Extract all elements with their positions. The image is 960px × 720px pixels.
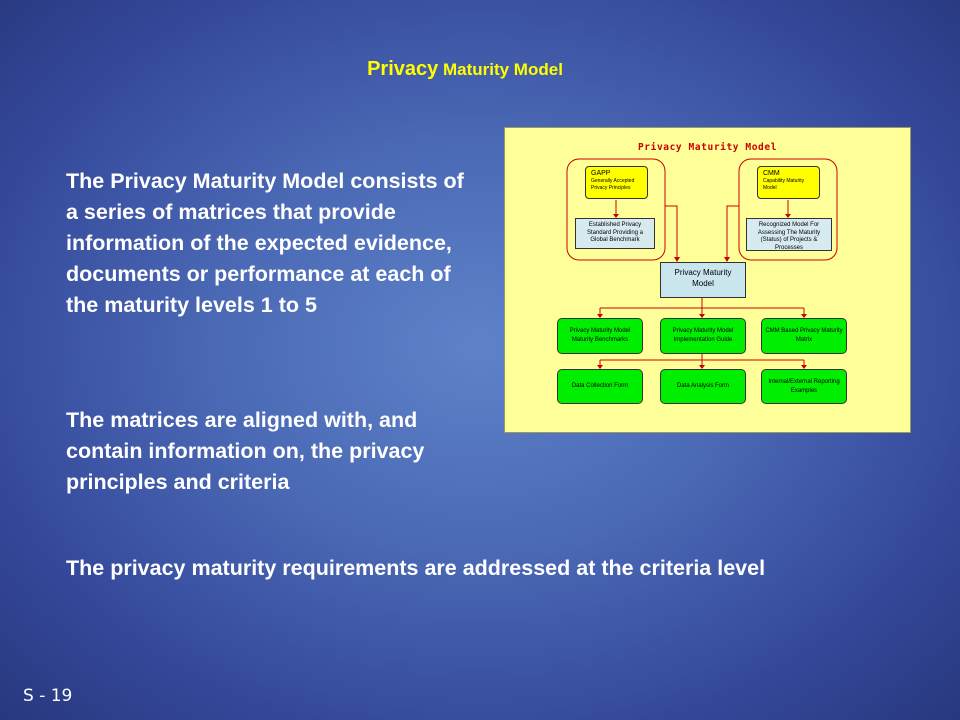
connector-cmm-center	[726, 205, 739, 260]
data-collection-form-box: Data Collection Form	[557, 369, 643, 404]
title-part-maturity-model: Maturity Model	[438, 60, 563, 79]
arrow-row2-mid	[699, 365, 705, 369]
gapp-subtitle: Generally Accepted Privacy Principles	[591, 178, 635, 191]
cmm-group-outline	[738, 158, 838, 261]
gapp-box: GAPP Generally Accepted Privacy Principl…	[585, 166, 648, 199]
privacy-maturity-diagram: Privacy Maturity Model GAPP Generally Ac…	[504, 127, 911, 433]
maturity-matrix-box: CMM Based Privacy Maturity Matrix	[761, 318, 847, 354]
connector-gapp-center	[665, 205, 678, 260]
gapp-title: GAPP	[591, 170, 611, 177]
cmm-title: CMM	[763, 170, 780, 177]
paragraph-1: The Privacy Maturity Model consists of a…	[66, 169, 464, 317]
arrow-row1-left	[597, 314, 603, 318]
recognized-model-box: Recognized Model For Assessing The Matur…	[746, 218, 832, 251]
established-standard-box: Established Privacy Standard Providing a…	[575, 218, 655, 249]
paragraph-3: The privacy maturity requirements are ad…	[66, 556, 766, 580]
diagram-title: Privacy Maturity Model	[637, 142, 778, 153]
arrow-gapp-established	[613, 214, 619, 218]
slide-title: Privacy Maturity Model	[0, 58, 930, 81]
data-analysis-form-box: Data Analysis Form	[660, 369, 746, 404]
slide-number: S - 19	[23, 686, 73, 706]
maturity-benchmarks-box: Privacy Maturity Model Maturity Benchmar…	[557, 318, 643, 354]
arrow-row2-right	[801, 365, 807, 369]
diagram-connectors	[566, 158, 838, 369]
title-part-privacy: Privacy	[367, 58, 439, 80]
paragraph-2: The matrices are aligned with, and conta…	[66, 408, 425, 494]
implementation-guide-box: Privacy Maturity Model Implementation Gu…	[660, 318, 746, 354]
arrow-row1-mid	[699, 314, 705, 318]
gapp-group-outline	[566, 158, 666, 261]
arrow-cmm-center	[724, 257, 730, 262]
cmm-subtitle: Capability Maturity Model	[763, 178, 805, 191]
cmm-box: CMM Capability Maturity Model	[757, 166, 820, 199]
arrow-row1-right	[801, 314, 807, 318]
arrow-row2-left	[597, 365, 603, 369]
arrow-gapp-center	[674, 257, 680, 262]
arrow-cmm-recognized	[785, 214, 791, 218]
center-model-box: Privacy Maturity Model	[660, 262, 746, 298]
reporting-examples-box: Internal/External Reporting Examples	[761, 369, 847, 404]
